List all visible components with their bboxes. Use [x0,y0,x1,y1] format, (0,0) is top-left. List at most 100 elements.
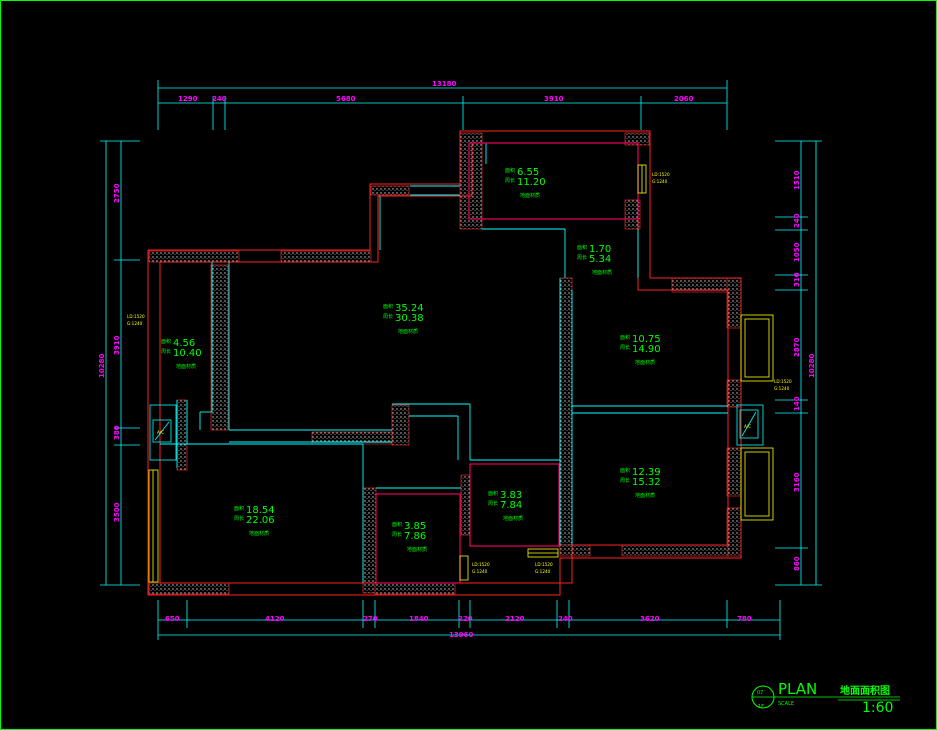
dim-left-total: 10280 [98,354,106,378]
dim-left-4: 3500 [113,502,121,522]
room-perimeter-label: 周长 [488,500,498,507]
title-number: 07 [757,690,763,696]
room-perimeter-value: 5.34 [589,254,611,265]
room-perimeter-label: 周长 [161,348,171,355]
dim-right-2: 240 [793,213,801,228]
room-perimeter-value: 22.06 [246,515,275,526]
dim-right-4: 310 [793,272,801,287]
room-perimeter-label: 周长 [620,344,630,351]
dim-top-3: 5680 [336,95,356,103]
room-perimeter-label: 周长 [383,313,393,320]
dim-right-5: 2870 [793,337,801,357]
room-perimeter-label: 周长 [577,254,587,261]
ac-units [149,404,764,461]
bottom-dimensions [157,600,781,640]
tag-bot-1: LD:1520 [472,562,490,567]
room-area-label: 面积 [505,167,515,174]
tag-bot-4: G:1240 [535,569,551,574]
dim-bottom-6: 2120 [505,615,525,623]
room-floor-label: 地面材质 [503,515,523,522]
room-floor-label: 地面材质 [249,530,269,537]
dim-top-2: 240 [212,95,227,103]
room-area-value: 3.85 [404,521,426,532]
room-perimeter-value: 7.86 [404,531,426,542]
room-perimeter-value: 11.20 [517,177,546,188]
dim-top-total: 13180 [432,80,456,88]
room-area-label: 面积 [383,303,393,310]
room-floor-label: 地面材质 [635,492,655,499]
windows [148,164,774,583]
room-perimeter-label: 周长 [392,531,402,538]
dim-bottom-3: 270 [363,615,378,623]
room-area-value: 6.55 [517,167,539,178]
tag-left-1: LD:1520 [127,314,145,319]
dim-right-6: 140 [793,396,801,411]
title-plan: PLAN [778,680,817,698]
room-area-value: 12.39 [632,467,661,478]
tag-right-1: LD:1520 [774,379,792,384]
dim-top-4: 3910 [544,95,564,103]
top-dimensions [157,80,728,130]
room-area-value: 1.70 [589,244,611,255]
room-area-value: 3.83 [500,490,522,501]
dim-top-5: 2060 [674,95,694,103]
room-perimeter-value: 10.40 [173,348,202,359]
dim-bottom-9: 780 [737,615,752,623]
room-perimeter-value: 30.38 [395,313,424,324]
room-perimeter-label: 周长 [620,477,630,484]
tag-top-1: LD:1520 [652,172,670,177]
outer-walls [147,130,742,596]
title-floor: 1F [758,704,764,710]
room-perimeter-value: 14.90 [632,344,661,355]
tag-bot-3: LD:1520 [535,562,553,567]
tag-bot-2: G:1240 [472,569,488,574]
dim-bottom-8: 3620 [640,615,660,623]
room-area-label: 面积 [577,244,587,251]
dim-bottom-7: 240 [558,615,573,623]
dim-bottom-2: 4120 [265,615,285,623]
room-area-value: 35.24 [395,303,424,314]
room-area-label: 面积 [620,334,630,341]
title-scale-word: SCALE [778,701,794,707]
dim-bottom-4: 1840 [409,615,429,623]
title-cn: 地面面积图 [840,684,890,697]
right-dimensions [775,140,822,586]
ac-tag-left: A/C [157,430,164,435]
room-area-value: 4.56 [173,338,195,349]
room-floor-label: 地面材质 [176,363,196,370]
room-floor-label: 地面材质 [592,269,612,276]
room-perimeter-label: 周长 [234,515,244,522]
dim-right-7: 3160 [793,472,801,492]
left-dimensions [100,140,140,586]
dim-top-1: 1290 [178,95,198,103]
dim-left-1: 2750 [113,183,121,203]
room-area-label: 面积 [620,467,630,474]
title-scale: 1:60 [862,700,893,716]
dim-bottom-total: 13960 [449,631,473,639]
dim-bottom-1: 650 [165,615,180,623]
room-area-label: 面积 [234,505,244,512]
dim-right-3: 1050 [793,242,801,262]
ac-tag-right: A/C [744,424,751,429]
tag-right-2: G:1240 [774,386,790,391]
tag-left-2: G:1240 [127,321,143,326]
room-area-label: 面积 [392,521,402,528]
room-area-value: 18.54 [246,505,275,516]
room-area-value: 10.75 [632,334,661,345]
dim-left-2: 3910 [113,335,121,355]
room-floor-label: 地面材质 [635,359,655,366]
dim-left-3: 380 [113,425,121,440]
title-block: 07 1F PLAN SCALE 地面面积图 1:60 [751,680,900,716]
tag-top-2: G:1240 [652,179,668,184]
wall-hatches [148,132,742,595]
room-perimeter-value: 7.84 [500,500,522,511]
door-tags: LD:1520 G:1240 LD:1520 G:1240 LD:1520 G:… [127,172,792,574]
dim-right-8: 860 [793,556,801,571]
room-perimeter-value: 15.32 [632,477,661,488]
room-floor-label: 地面材质 [407,546,427,553]
room-area-label: 面积 [488,490,498,497]
dim-right-1: 1510 [793,170,801,190]
dim-bottom-5: 220 [458,615,473,623]
